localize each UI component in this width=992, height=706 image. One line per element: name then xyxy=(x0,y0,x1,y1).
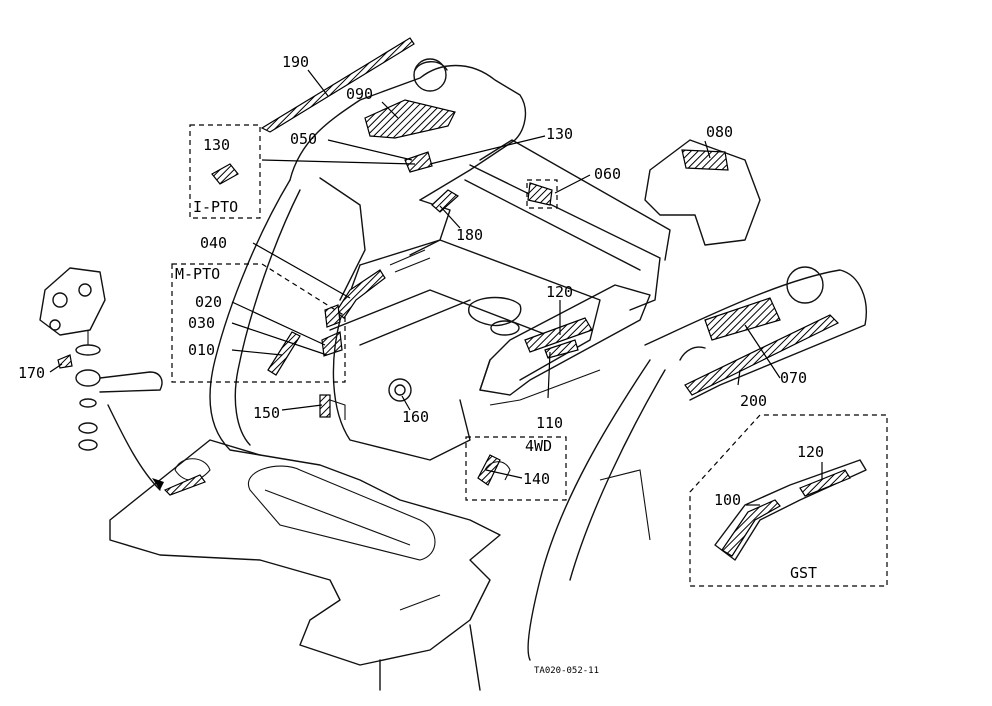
label-120-gst: 120 xyxy=(797,443,824,461)
label-030: 030 xyxy=(188,314,215,332)
decal-180-shape xyxy=(431,189,460,213)
decal-120b-shape xyxy=(799,469,851,497)
box-4wd xyxy=(465,436,567,501)
box-titles: I-PTO M-PTO 4WD GST xyxy=(175,198,817,582)
leader-lines xyxy=(49,69,823,506)
label-190: 190 xyxy=(282,53,309,71)
tractor-body-drawing xyxy=(39,37,867,691)
decal-200-shape xyxy=(684,314,840,396)
box-title-gst: GST xyxy=(790,564,817,582)
part-labels: 190 090 050 130 130 080 060 180 040 020 … xyxy=(18,53,824,509)
option-boxes xyxy=(171,124,888,587)
box-mpto xyxy=(171,263,346,383)
box-title-4wd: 4WD xyxy=(525,437,552,455)
label-200: 200 xyxy=(740,392,767,410)
decal-140-shape xyxy=(477,454,501,486)
decal-120-shape xyxy=(524,317,593,353)
label-100: 100 xyxy=(714,491,741,509)
decal-020-shape xyxy=(321,331,343,357)
label-040: 040 xyxy=(200,234,227,252)
label-050: 050 xyxy=(290,130,317,148)
box-ipto xyxy=(189,124,261,219)
label-160: 160 xyxy=(402,408,429,426)
label-080: 080 xyxy=(706,123,733,141)
label-150: 150 xyxy=(253,404,280,422)
label-070: 070 xyxy=(780,369,807,387)
label-020: 020 xyxy=(195,293,222,311)
label-010: 010 xyxy=(188,341,215,359)
decal-190-shape xyxy=(260,37,415,133)
label-110: 110 xyxy=(536,414,563,432)
box-gst xyxy=(689,414,888,587)
decal-100-shape xyxy=(721,499,781,557)
label-170: 170 xyxy=(18,364,45,382)
label-140: 140 xyxy=(523,470,550,488)
label-130-ipto: 130 xyxy=(203,136,230,154)
decal-170-shape xyxy=(57,354,73,369)
label-130: 130 xyxy=(546,125,573,143)
valve-assembly xyxy=(39,267,164,491)
label-090: 090 xyxy=(346,85,373,103)
decal-070-shape xyxy=(704,297,781,341)
box-title-ipto: I-PTO xyxy=(193,198,238,216)
label-060: 060 xyxy=(594,165,621,183)
decal-080-shape xyxy=(681,149,729,171)
label-120: 120 xyxy=(546,283,573,301)
decal-090-shape xyxy=(364,99,456,139)
label-180: 180 xyxy=(456,226,483,244)
box-title-mpto: M-PTO xyxy=(175,265,220,283)
decal-060-outline xyxy=(526,179,558,209)
drawing-code: TA020-052-11 xyxy=(534,666,599,676)
decal-040-shape xyxy=(335,269,386,319)
decal-130-shape xyxy=(404,151,433,173)
